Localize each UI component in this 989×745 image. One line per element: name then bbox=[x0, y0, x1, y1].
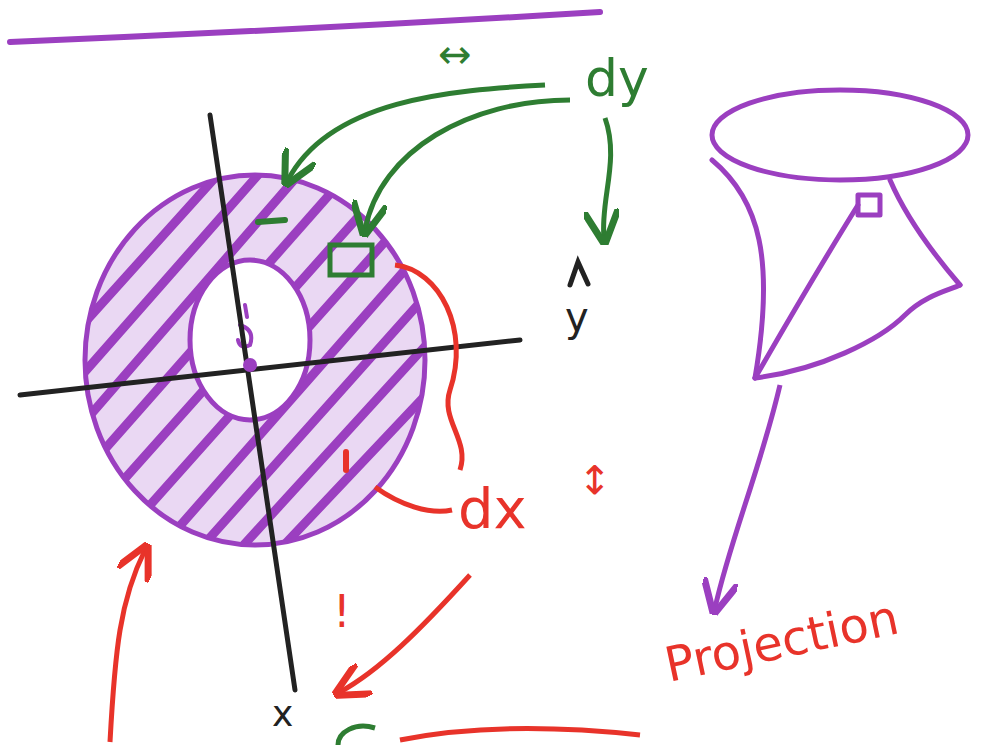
leader-line bbox=[288, 85, 545, 180]
y-axis bbox=[20, 340, 520, 395]
axis-label: y bbox=[565, 295, 589, 339]
hatch bbox=[60, 140, 440, 560]
differential-label: dx bbox=[458, 478, 527, 540]
strip-mark bbox=[343, 452, 349, 470]
origin-dot bbox=[243, 358, 257, 372]
leader-line bbox=[375, 487, 452, 511]
leader-line bbox=[365, 100, 570, 230]
underline-mark bbox=[400, 729, 640, 740]
arrow-symbol: ↔ bbox=[438, 32, 472, 76]
solid-figure bbox=[712, 90, 968, 378]
leader-line bbox=[395, 265, 462, 470]
rule-line bbox=[10, 12, 600, 42]
area-element bbox=[330, 245, 372, 275]
outer-circle bbox=[85, 175, 425, 545]
differential-label: dy bbox=[585, 50, 649, 107]
leader-line bbox=[110, 550, 145, 742]
axis-arrow bbox=[570, 262, 588, 285]
note-mark: ! bbox=[333, 588, 351, 636]
partial-mark bbox=[338, 726, 375, 745]
strip-mark bbox=[258, 220, 285, 222]
axis-label: x bbox=[272, 694, 293, 734]
leader-line bbox=[715, 385, 780, 608]
x-axis bbox=[210, 115, 295, 690]
leader-line bbox=[603, 118, 610, 238]
note-text: Projection bbox=[660, 591, 903, 692]
arrow-symbol: ↕ bbox=[578, 458, 612, 502]
leader-line bbox=[340, 575, 470, 692]
